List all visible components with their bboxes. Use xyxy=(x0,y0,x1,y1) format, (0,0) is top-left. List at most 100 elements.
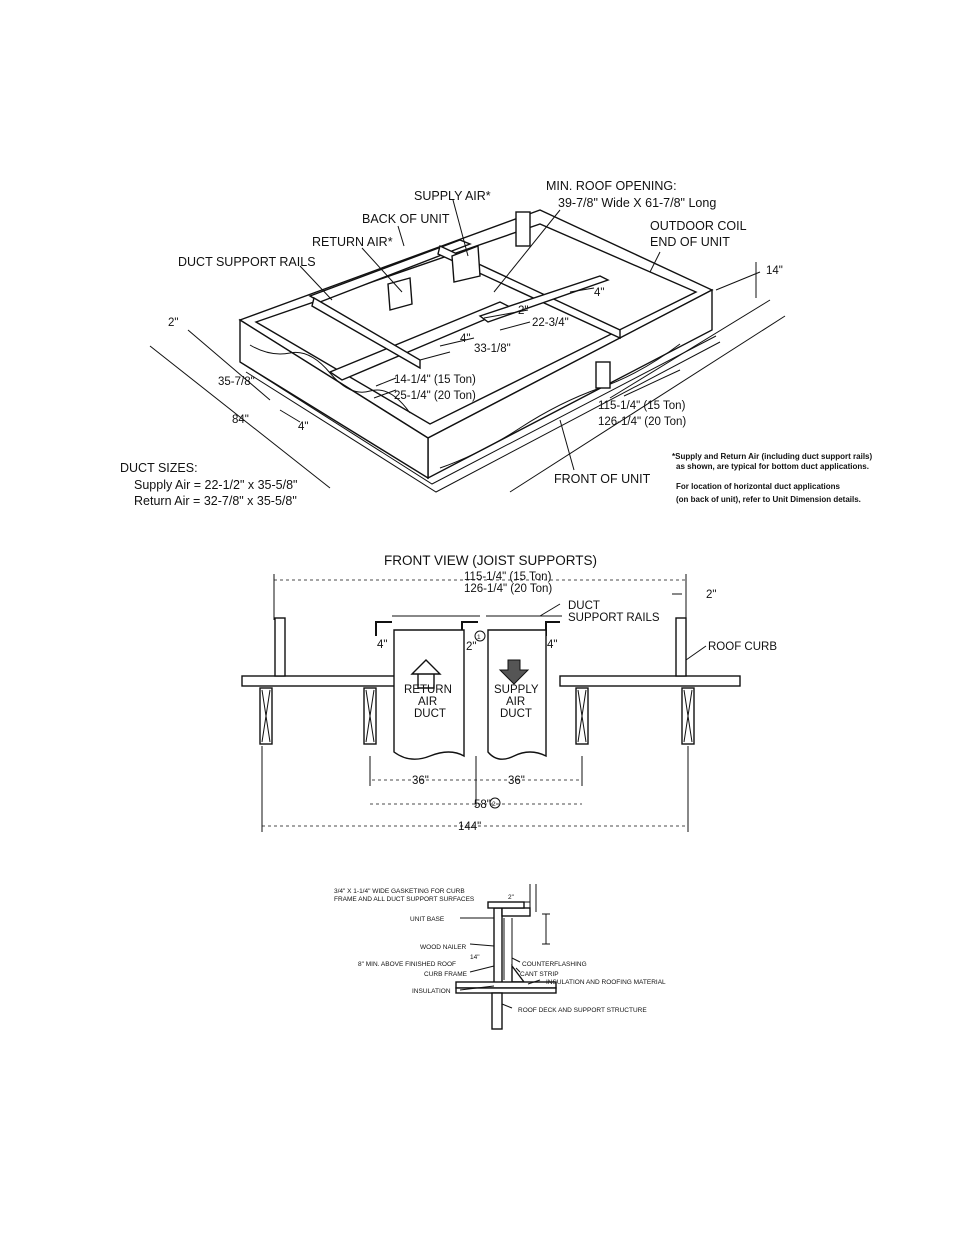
label-outdoor-coil: OUTDOOR COIL xyxy=(650,219,747,233)
label-supply-air: SUPPLY AIR* xyxy=(414,189,491,203)
label-duct-support-rails: DUCT SUPPORT RAILS xyxy=(178,255,316,269)
label-roof-opening-size: 39-7/8" Wide X 61-7/8" Long xyxy=(558,196,716,210)
fv-dim-58: 58" xyxy=(474,799,491,811)
roof-deck-right xyxy=(559,675,741,687)
support-structure xyxy=(491,992,503,1030)
leader-coil xyxy=(649,251,661,273)
dim-4b-label: 4" xyxy=(460,333,470,345)
fv-dim-2c: 2" xyxy=(466,641,476,653)
leader-rails xyxy=(299,265,333,301)
dim-33-18-label: 33-1/8" xyxy=(474,343,511,355)
supply-air-duct xyxy=(487,629,547,760)
note-1b: as shown, are typical for bottom duct ap… xyxy=(676,462,869,471)
sec-insulation: INSULATION xyxy=(412,988,451,995)
curb-section-detail: 3/4" X 1-1/4" WIDE GASKETING FOR CURB FR… xyxy=(334,884,666,1030)
fv-dim-4r: 4" xyxy=(547,639,557,651)
sec-curb-frame: CURB FRAME xyxy=(424,971,468,978)
leader-front xyxy=(559,419,575,471)
dim-14-label: 14" xyxy=(766,265,783,277)
roof-deck xyxy=(455,987,557,994)
note-2a: For location of horizontal duct applicat… xyxy=(676,482,841,491)
dim-35-78-label: 35-7/8" xyxy=(218,376,255,388)
unit-base xyxy=(501,907,531,917)
fv-dim-126: 126-1/4" (20 Ton) xyxy=(464,583,552,595)
rail-bracket-left xyxy=(375,621,392,636)
leader-back xyxy=(397,225,405,247)
dim-14-14-label: 14-1/4" (15 Ton) xyxy=(394,374,476,386)
dim-line-front xyxy=(509,315,786,493)
sec-gasket-1: 3/4" X 1-1/4" WIDE GASKETING FOR CURB xyxy=(334,888,465,895)
fv-supply-1: SUPPLY xyxy=(494,684,539,696)
return-air-duct xyxy=(393,629,465,760)
dim-4a-label: 4" xyxy=(594,287,604,299)
dim-2b-label: 2" xyxy=(518,305,528,317)
fv-duct-support-2: SUPPORT RAILS xyxy=(568,612,660,624)
sec-wood-nailer: WOOD NAILER xyxy=(420,944,467,951)
roof-deck-left xyxy=(241,675,403,687)
sec-counterflashing: COUNTERFLASHING xyxy=(522,961,587,968)
fv-supply-2: AIR xyxy=(506,696,525,708)
fv-roof-curb: ROOF CURB xyxy=(708,641,777,653)
label-front-of-unit: FRONT OF UNIT xyxy=(554,472,651,486)
fv-duct-support-1: DUCT xyxy=(568,600,600,612)
sec-dim-2: 2" xyxy=(508,894,515,901)
roof-insulation xyxy=(455,981,557,989)
dim-126-label: 126-1/4" (20 Ton) xyxy=(598,416,686,428)
supply-air-opening xyxy=(451,245,481,283)
sec-unit-base: UNIT BASE xyxy=(410,916,445,923)
fv-dim-144: 144" xyxy=(458,821,481,833)
roof-curb-left xyxy=(274,617,286,677)
rail-bracket-right xyxy=(545,621,560,636)
corner-post xyxy=(515,211,531,247)
isometric-curb-view: SUPPLY AIR* MIN. ROOF OPENING: 39-7/8" W… xyxy=(120,179,872,508)
fv-circle-1: 1 xyxy=(477,634,481,641)
label-end-of-unit: END OF UNIT xyxy=(650,235,730,249)
curb-left-side xyxy=(239,318,429,480)
fv-return-3: DUCT xyxy=(414,708,446,720)
duct-support-rail-left xyxy=(311,296,421,370)
curb-bottom-flange xyxy=(239,335,717,485)
note-marker-2 xyxy=(489,797,501,809)
sec-roof-deck: ROOF DECK AND SUPPORT STRUCTURE xyxy=(518,1007,647,1014)
dim-25-14-label: 25-1/4" (20 Ton) xyxy=(394,390,476,402)
label-duct-sizes: DUCT SIZES: xyxy=(120,461,198,475)
leader-roof-opening xyxy=(493,209,561,293)
sec-cant-strip: CANT STRIP xyxy=(520,971,559,978)
front-view-title: FRONT VIEW (JOIST SUPPORTS) xyxy=(384,553,597,568)
fv-dim-115: 115-1/4" (15 Ton) xyxy=(464,571,552,583)
return-air-opening xyxy=(387,277,413,311)
down-arrow-icon xyxy=(498,659,530,685)
sec-gasket-2: FRAME AND ALL DUCT SUPPORT SURFACES xyxy=(334,896,475,903)
fv-dim-36b: 36" xyxy=(508,775,525,787)
leader-supply xyxy=(452,199,469,257)
wood-nailer xyxy=(493,907,503,989)
fv-circle-2: 2 xyxy=(492,801,496,808)
note-2b: (on back of unit), refer to Unit Dimensi… xyxy=(676,495,861,504)
fv-supply-3: DUCT xyxy=(500,708,532,720)
sec-dim-14: 14" xyxy=(470,954,480,961)
note-marker-1 xyxy=(474,630,486,642)
label-return-size: Return Air = 32-7/8" x 35-5/8" xyxy=(134,494,297,508)
label-return-air: RETURN AIR* xyxy=(312,235,393,249)
sec-min-above: 8" MIN. ABOVE FINISHED ROOF xyxy=(358,961,456,968)
fv-return-2: AIR xyxy=(418,696,437,708)
front-view: FRONT VIEW (JOIST SUPPORTS) 115-1/4" (15… xyxy=(241,553,777,833)
duct-support-rail-right xyxy=(437,245,621,340)
note-1a: *Supply and Return Air (including duct s… xyxy=(672,452,872,461)
dim-22-34-label: 22-3/4" xyxy=(532,317,569,329)
wood-grain xyxy=(249,344,411,414)
fv-dim-36a: 36" xyxy=(412,775,429,787)
fv-return-1: RETURN xyxy=(404,684,452,696)
dim-115-label: 115-1/4" (15 Ton) xyxy=(598,400,686,412)
dim-line-84 xyxy=(149,345,331,489)
fv-dim-4l: 4" xyxy=(377,639,387,651)
leader-return xyxy=(361,247,403,293)
label-min-roof-opening: MIN. ROOF OPENING: xyxy=(546,179,677,193)
fv-dim-2: 2" xyxy=(706,589,716,601)
sec-insulation-roofing: INSULATION AND ROOFING MATERIAL xyxy=(546,979,666,986)
dim-4c-label: 4" xyxy=(298,421,308,433)
label-back-of-unit: BACK OF UNIT xyxy=(362,212,450,226)
label-supply-size: Supply Air = 22-1/2" x 35-5/8" xyxy=(134,478,297,492)
dim-2a-label: 2" xyxy=(168,317,178,329)
